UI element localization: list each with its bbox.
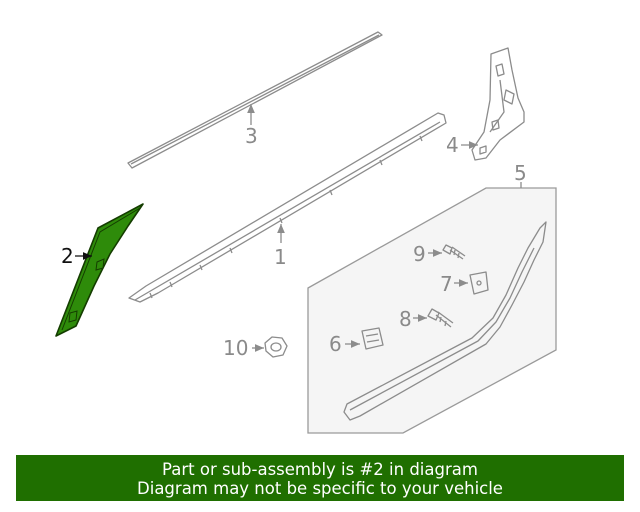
part-2-pillar-garnish[interactable] (55, 203, 144, 337)
callout-5[interactable]: 5 (514, 161, 527, 185)
part-8-screw[interactable] (427, 308, 454, 328)
callout-4[interactable]: 4 (446, 133, 459, 157)
callout-6[interactable]: 6 (329, 332, 342, 356)
part-7-clip[interactable] (469, 271, 489, 295)
info-banner: Part or sub-assembly is #2 in diagram Di… (16, 455, 624, 501)
part-1-molding[interactable] (128, 112, 447, 303)
callout-9[interactable]: 9 (413, 242, 426, 266)
part-9-screw[interactable] (442, 244, 466, 260)
banner-line-1: Part or sub-assembly is #2 in diagram (162, 460, 478, 479)
part-10-nut[interactable] (264, 336, 288, 358)
banner-line-2: Diagram may not be specific to your vehi… (137, 479, 503, 498)
part-3-molding[interactable] (127, 31, 383, 169)
part-6-clip[interactable] (361, 327, 384, 350)
callout-1[interactable]: 1 (274, 245, 287, 269)
callout-3[interactable]: 3 (245, 124, 258, 148)
parts-diagram: 3 1 4 5 9 7 (55, 31, 557, 434)
callout-10[interactable]: 10 (223, 336, 248, 360)
part-4-pillar-trim[interactable] (471, 47, 525, 161)
callout-2[interactable]: 2 (61, 244, 74, 268)
callout-8[interactable]: 8 (399, 307, 412, 331)
callout-7[interactable]: 7 (440, 272, 453, 296)
part-5-molding[interactable] (343, 221, 547, 421)
part-5-panel-group: 5 9 7 8 6 (307, 161, 557, 434)
